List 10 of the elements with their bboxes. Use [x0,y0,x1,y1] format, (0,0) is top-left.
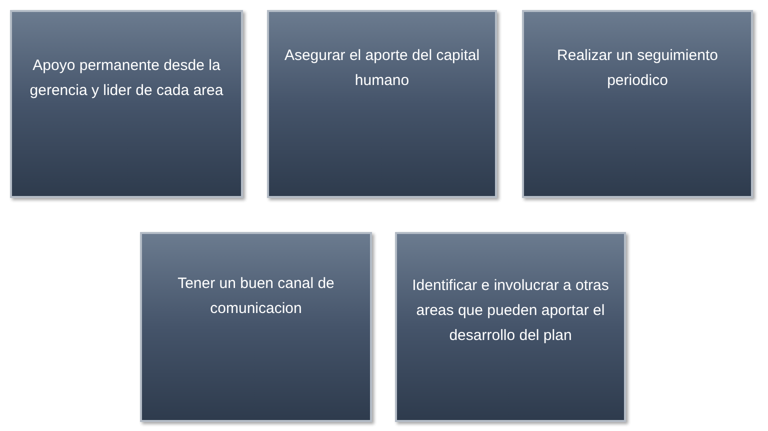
box-text: Realizar un seguimiento periodico [556,46,719,91]
box-text: Tener un buen canal de comunicacion [176,274,336,319]
box-text: Identificar e involucrar a otras areas que pueden aportar el desarrollo del plan [411,276,610,346]
process-box [140,232,372,422]
box-text: Apoyo permanente desde la gerencia y lider de cada area [28,56,224,101]
process-box [267,10,497,198]
box-text: Asegurar el aporte del capital humano [283,46,481,91]
process-box [522,10,753,198]
process-box [10,10,243,198]
process-box [395,232,626,422]
